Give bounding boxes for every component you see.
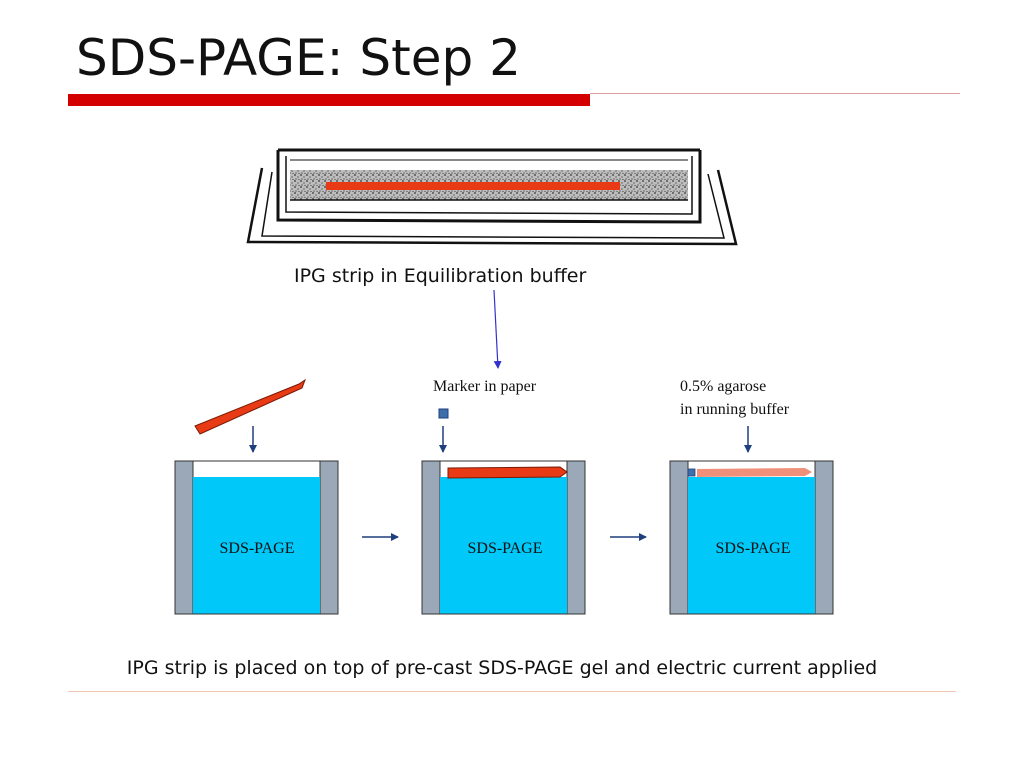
caption-pointer-line <box>493 289 502 369</box>
title-accent-bar <box>68 94 590 106</box>
gel-3 <box>688 477 815 614</box>
tray-caption: IPG strip in Equilibration buffer <box>294 265 586 287</box>
footer-divider-line <box>68 691 956 692</box>
gel-cassette-2 <box>421 460 586 615</box>
gel-label-1: SDS-PAGE <box>220 540 295 557</box>
footer-caption: IPG strip is placed on top of pre-cast S… <box>127 657 877 679</box>
ipg-strip-floating <box>194 378 307 435</box>
gel-1 <box>193 477 320 614</box>
ipg-strip-on-gel-2 <box>447 466 568 479</box>
gel-cassette-1 <box>174 460 339 615</box>
agarose-label-line-1: 0.5% agarose <box>680 378 766 395</box>
marker-label: Marker in paper <box>433 378 537 395</box>
ipg-strip-in-tray <box>326 182 620 190</box>
marker-on-gel-3 <box>687 468 696 477</box>
gel-label-2: SDS-PAGE <box>468 540 543 557</box>
ipg-strip-on-gel-3 <box>697 468 812 477</box>
stage-3: 0.5% agarose in running buffer SDS-PAGE <box>669 378 834 615</box>
agarose-label-line-2: in running buffer <box>680 401 790 418</box>
stage-1: SDS-PAGE <box>174 378 339 615</box>
title-divider-line <box>590 93 960 94</box>
slide-title: SDS-PAGE: Step 2 <box>76 29 521 87</box>
stage-2: Marker in paper SDS-PAGE <box>421 378 586 615</box>
gel-cassette-3 <box>669 460 834 615</box>
equilibration-tray <box>246 148 738 246</box>
gel-2 <box>440 477 567 614</box>
marker-square <box>438 408 449 419</box>
gel-label-3: SDS-PAGE <box>716 540 791 557</box>
